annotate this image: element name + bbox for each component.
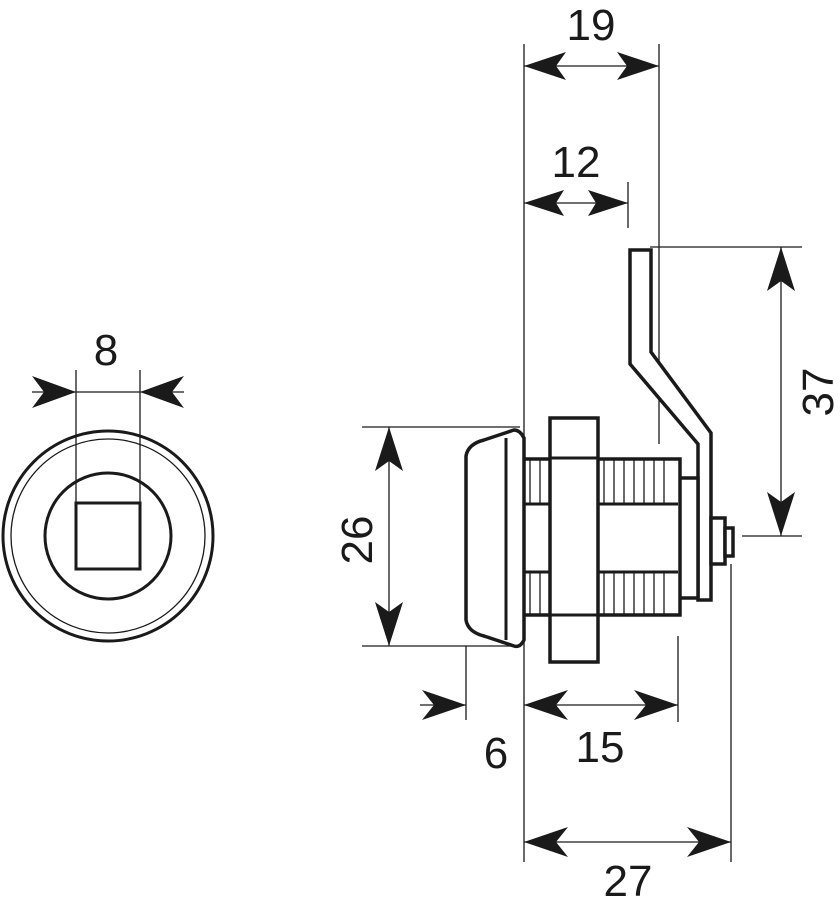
arrow-15-left xyxy=(524,690,568,720)
side-view xyxy=(362,44,802,862)
arrow-26-top xyxy=(375,427,403,471)
arrow-12-right xyxy=(588,190,628,216)
arrow-8-right xyxy=(140,376,184,408)
spindle xyxy=(709,516,727,566)
cam-lever-foot xyxy=(677,476,700,600)
arrow-37-top xyxy=(767,247,795,291)
dim-label-15: 15 xyxy=(576,723,625,772)
square-drive xyxy=(74,501,142,571)
arrow-8-left xyxy=(32,376,76,408)
front-inner-ring xyxy=(10,438,206,634)
front-key-circle xyxy=(43,471,173,601)
dim-label-37: 37 xyxy=(794,368,840,417)
arrow-26-bottom xyxy=(375,602,403,646)
arrow-37-bottom xyxy=(767,492,795,536)
arrow-27-left xyxy=(524,827,568,857)
dim-label-27: 27 xyxy=(604,857,653,900)
front-view xyxy=(1,370,215,643)
dim-label-12: 12 xyxy=(552,138,601,187)
cam-lever xyxy=(628,248,713,602)
hex-nut xyxy=(548,416,600,664)
thread-lines xyxy=(524,460,678,614)
threaded-body xyxy=(518,457,682,617)
arrow-12-left xyxy=(524,190,564,216)
dim-label-19: 19 xyxy=(567,1,616,50)
dim-label-6: 6 xyxy=(484,729,508,778)
dim-label-26: 26 xyxy=(333,516,382,565)
front-outer-circle xyxy=(1,429,215,643)
dim-label-8: 8 xyxy=(94,326,118,375)
spindle-tip xyxy=(723,526,735,558)
arrow-6-left xyxy=(422,690,466,720)
arrow-19-left xyxy=(524,52,566,80)
face-plate xyxy=(464,428,526,649)
arrow-15-right xyxy=(634,690,678,720)
arrow-19-right xyxy=(617,52,659,80)
arrow-27-right xyxy=(687,827,731,857)
